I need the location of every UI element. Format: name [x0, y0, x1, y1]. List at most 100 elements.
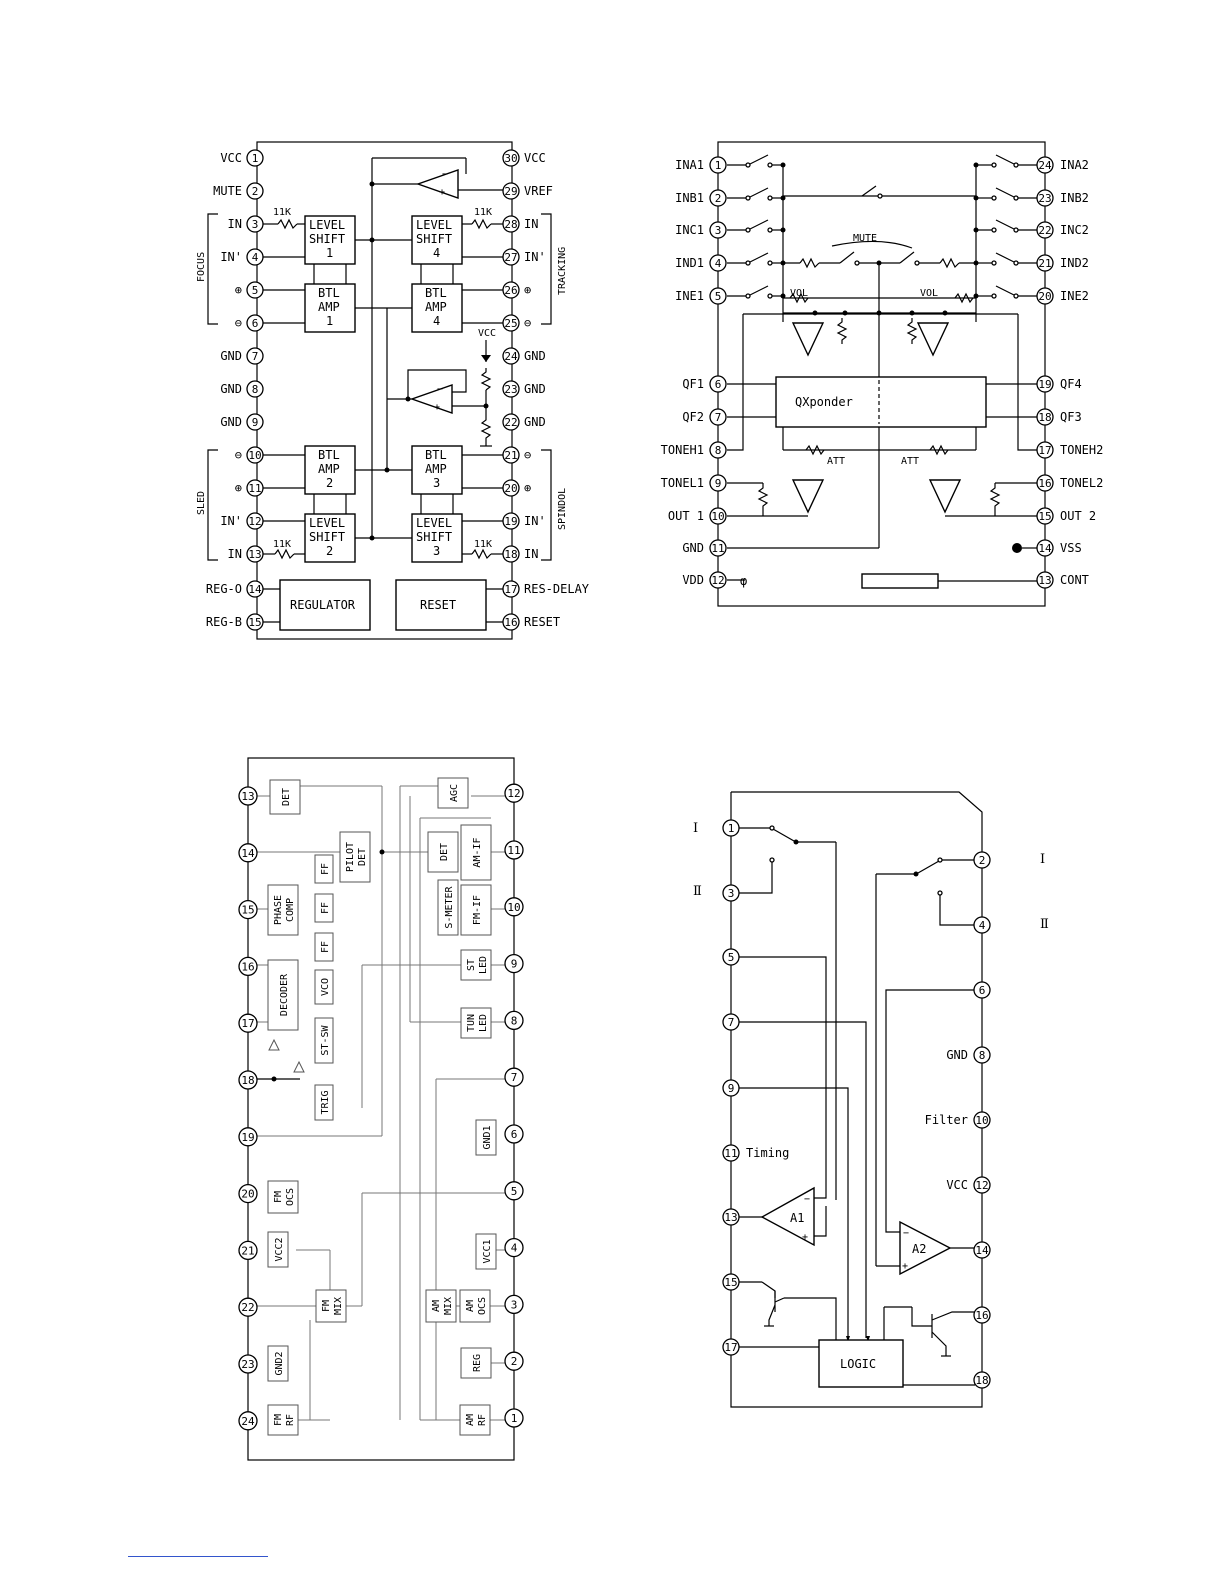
- d1-pin-left-9: [246, 413, 264, 431]
- d3-pin-left-21: [238, 1240, 258, 1261]
- d2-pin-right-20: [1036, 287, 1054, 305]
- d3-pin-left-23: [238, 1354, 258, 1374]
- d3-pin-right-10: [504, 897, 524, 917]
- d1-pin-left-label-15: REG-B: [206, 615, 242, 629]
- svg-text:A1: A1: [790, 1211, 804, 1225]
- d3-pin-right-8-number: 8: [511, 1014, 518, 1027]
- svg-text:ATT: ATT: [901, 456, 919, 467]
- d3-pin-left-22-number: 22: [241, 1301, 254, 1314]
- block-level-shift-1: LEVEL: [309, 218, 345, 232]
- d2-pin-left-4-number: 4: [715, 257, 722, 270]
- d2-pin-right-label-23: INB2: [1060, 191, 1089, 205]
- d4-pin-right-16: [973, 1306, 991, 1324]
- d1-pin-right-19: [502, 512, 520, 530]
- svg-text:SHIFT: SHIFT: [416, 530, 452, 544]
- d1-pin-right-16: [502, 613, 520, 631]
- block-agc: AGC: [449, 784, 460, 802]
- d2-pin-right-20-number: 20: [1038, 290, 1051, 303]
- d2-pin-right-label-18: QF3: [1060, 410, 1082, 424]
- d1-pin-right-26-number: 26: [504, 284, 517, 297]
- d1-pin-left-1-number: 1: [252, 152, 259, 165]
- d3-pin-right-12: [504, 783, 524, 803]
- d2-pin-right-label-21: IND2: [1060, 256, 1089, 270]
- d1-pin-left-11-number: 11: [248, 482, 261, 495]
- d2-pin-left-10: [709, 507, 727, 525]
- d2-pin-left-8: [709, 441, 727, 459]
- d4-pin-left-3-number: 3: [728, 887, 735, 900]
- d4-pin-right-4-number: 4: [979, 919, 986, 932]
- d3-pin-right-2-number: 2: [511, 1355, 518, 1368]
- d1-pin-right-label-30: VCC: [524, 151, 546, 165]
- d2-pin-right-18-number: 18: [1038, 411, 1051, 424]
- d4-pin-right-18: [973, 1371, 991, 1389]
- d4-pin-right-6-number: 6: [979, 984, 986, 997]
- d2-pin-left-label-12: VDD: [682, 573, 704, 587]
- d2-pin-left-label-5: INE1: [675, 289, 704, 303]
- d2-pin-right-label-22: INC2: [1060, 223, 1089, 237]
- d1-pin-right-17: [502, 580, 520, 598]
- d4-pin-left-9: [722, 1079, 740, 1097]
- svg-text:−: −: [903, 1228, 909, 1239]
- d3-pin-left-16-number: 16: [241, 960, 254, 973]
- group-focus: FOCUS: [196, 252, 207, 282]
- d1-pin-right-29: [502, 182, 520, 200]
- d1-pin-left-5: [246, 281, 264, 299]
- svg-text:VOL: VOL: [790, 288, 808, 299]
- block-am-ocs: AMOCS: [465, 1297, 488, 1315]
- d2-pin-left-label-6: QF1: [682, 377, 704, 391]
- d2-pin-right-23-number: 23: [1038, 192, 1051, 205]
- svg-text:11K: 11K: [474, 539, 492, 550]
- block-vcc1: VCC1: [482, 1239, 493, 1263]
- svg-text:1: 1: [326, 314, 333, 328]
- d4-pin-right-14: [973, 1241, 991, 1259]
- d2-pin-left-label-3: INC1: [675, 223, 704, 237]
- svg-text:2: 2: [326, 544, 333, 558]
- d2-pin-right-21: [1036, 254, 1054, 272]
- d2-pin-right-14-number: 14: [1038, 542, 1052, 555]
- svg-text:SHIFT: SHIFT: [309, 232, 345, 246]
- d1-pin-left-6: [246, 314, 264, 332]
- d2-pin-left-label-10: OUT 1: [668, 509, 704, 523]
- svg-text:MUTE: MUTE: [853, 233, 877, 244]
- d4-label-filter: Filter: [925, 1113, 968, 1127]
- d4-pin-left-7-number: 7: [728, 1016, 735, 1029]
- d1-pin-left-14-number: 14: [248, 583, 262, 596]
- d1-pin-left-label-14: REG-O: [206, 582, 242, 596]
- d2-pin-left-6-number: 6: [715, 378, 722, 391]
- d3-pin-left-13: [238, 786, 258, 806]
- svg-text:RESET: RESET: [420, 598, 456, 612]
- d1-pin-left-12: [246, 512, 264, 530]
- d1-pin-left-15: [246, 613, 264, 631]
- svg-text:BTL: BTL: [425, 448, 447, 462]
- block-vco: VCO: [320, 978, 331, 996]
- d2-pin-right-14: [1036, 539, 1054, 557]
- d4-label-timing: Timing: [746, 1146, 789, 1160]
- d2-pin-left-2-number: 2: [715, 192, 722, 205]
- svg-text:AMP: AMP: [318, 462, 340, 476]
- d3-pin-right-2: [504, 1351, 524, 1371]
- svg-text:4: 4: [433, 246, 440, 260]
- d2-pin-right-label-19: QF4: [1060, 377, 1082, 391]
- d3-pin-left-19-number: 19: [241, 1131, 254, 1144]
- d3-pin-right-6: [504, 1124, 524, 1144]
- d3-pin-left-21-number: 21: [241, 1244, 254, 1257]
- block-vcc2: VCC2: [274, 1237, 285, 1261]
- svg-text:+: +: [439, 187, 445, 198]
- svg-text:LOGIC: LOGIC: [840, 1357, 876, 1371]
- d4-pin-right-14-number: 14: [975, 1244, 989, 1257]
- d4-pin-right-10: [973, 1111, 991, 1129]
- d2-pin-left-3-number: 3: [715, 224, 722, 237]
- d1-pin-left-4: [246, 248, 264, 266]
- d3-pin-left-24-number: 24: [241, 1415, 255, 1428]
- d1-pin-right-30-number: 30: [504, 152, 517, 165]
- d3-pin-right-3-number: 3: [511, 1298, 518, 1311]
- diagram-2-pins: 1INA12INB13INC14IND15INE16QF17QF28TONEH1…: [661, 156, 1103, 589]
- d1-pin-right-23: [502, 380, 520, 398]
- svg-text:LEVEL: LEVEL: [309, 516, 345, 530]
- d1-pin-left-11: [246, 479, 264, 497]
- d1-pin-left-2: [246, 182, 264, 200]
- d3-pin-right-10-number: 10: [507, 901, 520, 914]
- d4-label-gnd: GND: [946, 1048, 968, 1062]
- d3-pin-left-16: [238, 956, 258, 977]
